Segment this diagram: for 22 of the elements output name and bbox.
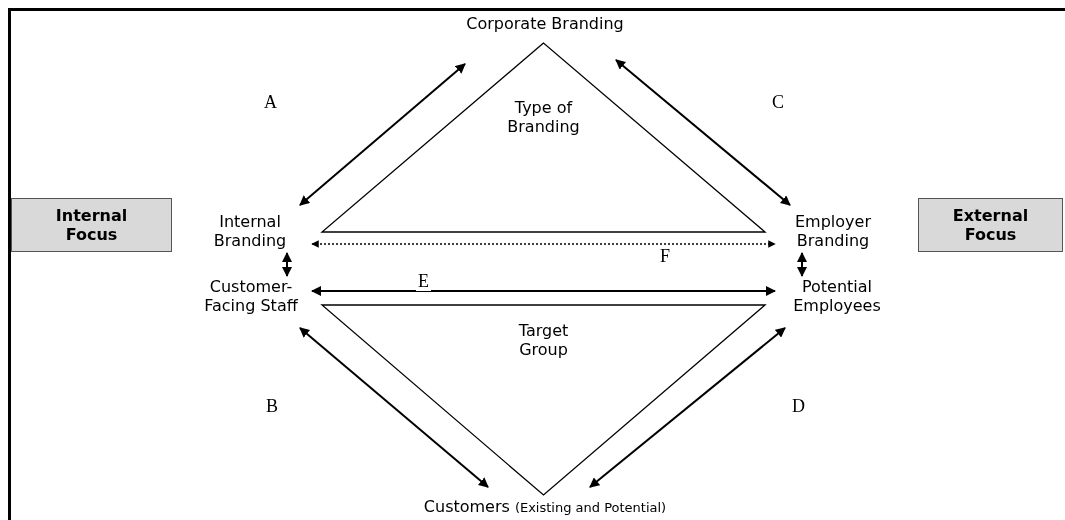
node-text: External Focus [951, 206, 1030, 244]
node-text: (Existing and Potential) [514, 499, 667, 517]
node-text: Target Group [517, 321, 570, 359]
node-text: Corporate Branding [466, 13, 624, 33]
double-arrow [311, 240, 776, 248]
node-text: Type of Branding [506, 98, 581, 136]
node-text: Customer- Facing Staff [203, 277, 299, 315]
double-arrow [797, 252, 807, 277]
node-text: Employer Branding [794, 212, 872, 250]
focus-box [11, 198, 172, 252]
double-arrow [615, 59, 791, 206]
node-text: Internal Branding [212, 212, 288, 250]
node-text: Potential Employees [792, 277, 882, 315]
double-arrow [311, 286, 776, 296]
double-arrow [299, 327, 489, 488]
focus-box [918, 198, 1063, 252]
node-text: Customers [423, 497, 510, 516]
double-arrow [282, 252, 292, 277]
double-arrow [589, 327, 786, 488]
edge-label: E [416, 271, 431, 291]
node-text: Internal Focus [54, 206, 129, 244]
double-arrow [299, 63, 466, 206]
